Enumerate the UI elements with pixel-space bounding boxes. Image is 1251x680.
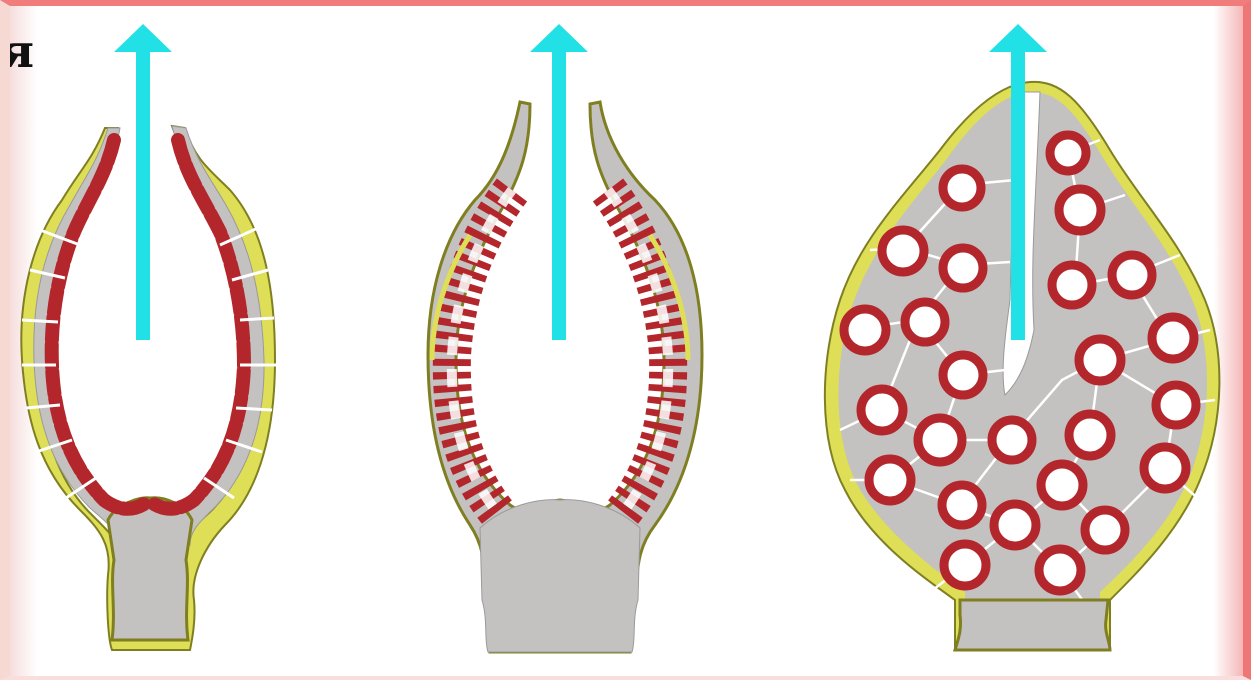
stage-1-arrow-icon bbox=[114, 24, 172, 340]
germ-cell bbox=[1156, 385, 1196, 425]
germ-cell bbox=[1112, 255, 1152, 295]
germ-cell bbox=[1059, 189, 1101, 231]
germ-cell bbox=[1079, 339, 1121, 381]
germ-cell bbox=[1085, 510, 1125, 550]
germ-cell bbox=[1050, 135, 1086, 171]
germ-cell bbox=[943, 169, 981, 207]
germ-cell bbox=[943, 355, 983, 395]
stage-2-stalk bbox=[480, 500, 640, 652]
germ-cell bbox=[943, 248, 983, 288]
germ-cell bbox=[918, 418, 962, 462]
germ-cell bbox=[1144, 447, 1186, 489]
germ-cell bbox=[844, 309, 886, 351]
germ-cell bbox=[882, 230, 924, 272]
germ-cell bbox=[944, 544, 986, 586]
germ-cell bbox=[1039, 549, 1081, 591]
germ-cell bbox=[1041, 464, 1083, 506]
germ-cell bbox=[1152, 317, 1194, 359]
germ-cell bbox=[861, 389, 903, 431]
germ-cell bbox=[942, 485, 982, 525]
germ-cell bbox=[994, 504, 1036, 546]
stage-3-stalk bbox=[955, 600, 1110, 650]
germ-cell bbox=[1052, 265, 1092, 305]
stage-1-stalk bbox=[108, 498, 192, 640]
stage-2-arrow-icon bbox=[530, 24, 588, 340]
germ-cell bbox=[992, 420, 1032, 460]
germ-cell bbox=[869, 459, 911, 501]
germ-cell bbox=[905, 302, 945, 342]
germ-cell bbox=[1069, 414, 1111, 456]
